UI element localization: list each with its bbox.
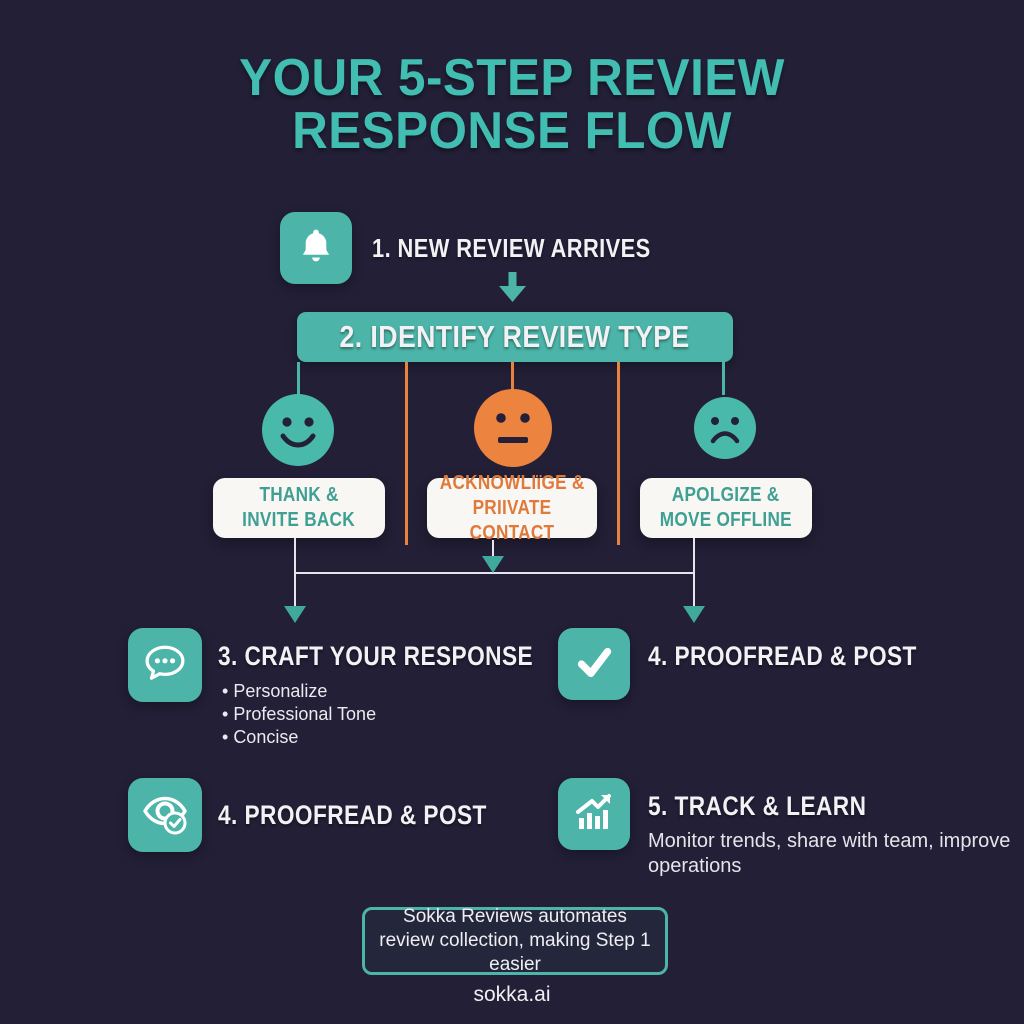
step2-label: 2. IDENTIFY REVIEW TYPE — [339, 319, 691, 354]
brand-footer: sokka.ai — [473, 983, 551, 1006]
branch-neutral-line1: ACKNOWLIïGE & — [439, 471, 585, 494]
step1-icon-tile — [280, 212, 352, 284]
step3-bullet: Professional Tone — [222, 703, 376, 726]
step4-left-label: 4. PROOFREAD & POST — [218, 800, 487, 830]
connector-line-neutral — [511, 362, 514, 390]
growth-chart-icon — [568, 786, 620, 843]
step3-icon-tile — [128, 628, 202, 702]
chat-bubble-icon — [139, 637, 191, 694]
arrowhead-left-icon — [284, 606, 306, 623]
connector-line-negative — [722, 362, 725, 395]
arrowhead-right-icon — [683, 606, 705, 623]
step4-left-icon-tile — [128, 778, 202, 852]
step4-right-label: 4. PROOFREAD & POST — [648, 641, 917, 671]
branch-box-positive: THANK & INVITE BACK — [213, 478, 385, 538]
bell-icon — [295, 225, 337, 272]
happy-face-icon — [262, 394, 334, 471]
branch-negative-line1: APOLGIZE & — [672, 484, 780, 506]
step2-banner: 2. IDENTIFY REVIEW TYPE — [297, 312, 733, 362]
branch-positive-line2: INVITE BACK — [242, 509, 356, 531]
step3-label: 3. CRAFT YOUR RESPONSE — [218, 641, 534, 671]
down-arrow-icon — [499, 272, 526, 307]
checkmark-icon — [569, 637, 619, 692]
arrowhead-middle-icon — [482, 556, 504, 573]
step3-bullet-list: Personalize Professional Tone Concise — [222, 680, 376, 749]
step3-bullet: Personalize — [222, 680, 376, 703]
callout-box: Sokka Reviews automates review collectio… — [362, 906, 668, 975]
branch-positive-line1: THANK & — [259, 484, 339, 506]
branch-box-neutral: ACKNOWLIïGE & PRIIVATE CONTACT — [427, 472, 597, 544]
step5-description: Monitor trends, share with team, improve… — [648, 830, 1011, 877]
step3-bullet: Concise — [222, 726, 376, 749]
callout-text: Sokka Reviews automates review collectio… — [379, 906, 651, 975]
sad-face-icon — [694, 397, 756, 464]
branch-neutral-line2: PRIIVATE CONTACT — [469, 496, 555, 544]
step5-label: 5. TRACK & LEARN — [648, 791, 867, 821]
page-title: YOUR 5-STEP REVIEW RESPONSE FLOW — [239, 49, 785, 160]
merge-line-horizontal — [294, 572, 695, 574]
branch-box-negative: APOLGIZE & MOVE OFFLINE — [640, 478, 812, 538]
eye-check-icon — [137, 785, 193, 846]
step4-right-icon-tile — [558, 628, 630, 700]
branch-negative-line2: MOVE OFFLINE — [659, 509, 793, 531]
step5-icon-tile — [558, 778, 630, 850]
step1-label: 1. NEW REVIEW ARRIVES — [372, 233, 651, 263]
neutral-face-icon — [474, 389, 552, 472]
connector-line-divider-left — [405, 362, 408, 545]
merge-line-middle — [492, 540, 494, 558]
connector-line-positive — [297, 362, 300, 395]
connector-line-divider-right — [617, 362, 620, 545]
